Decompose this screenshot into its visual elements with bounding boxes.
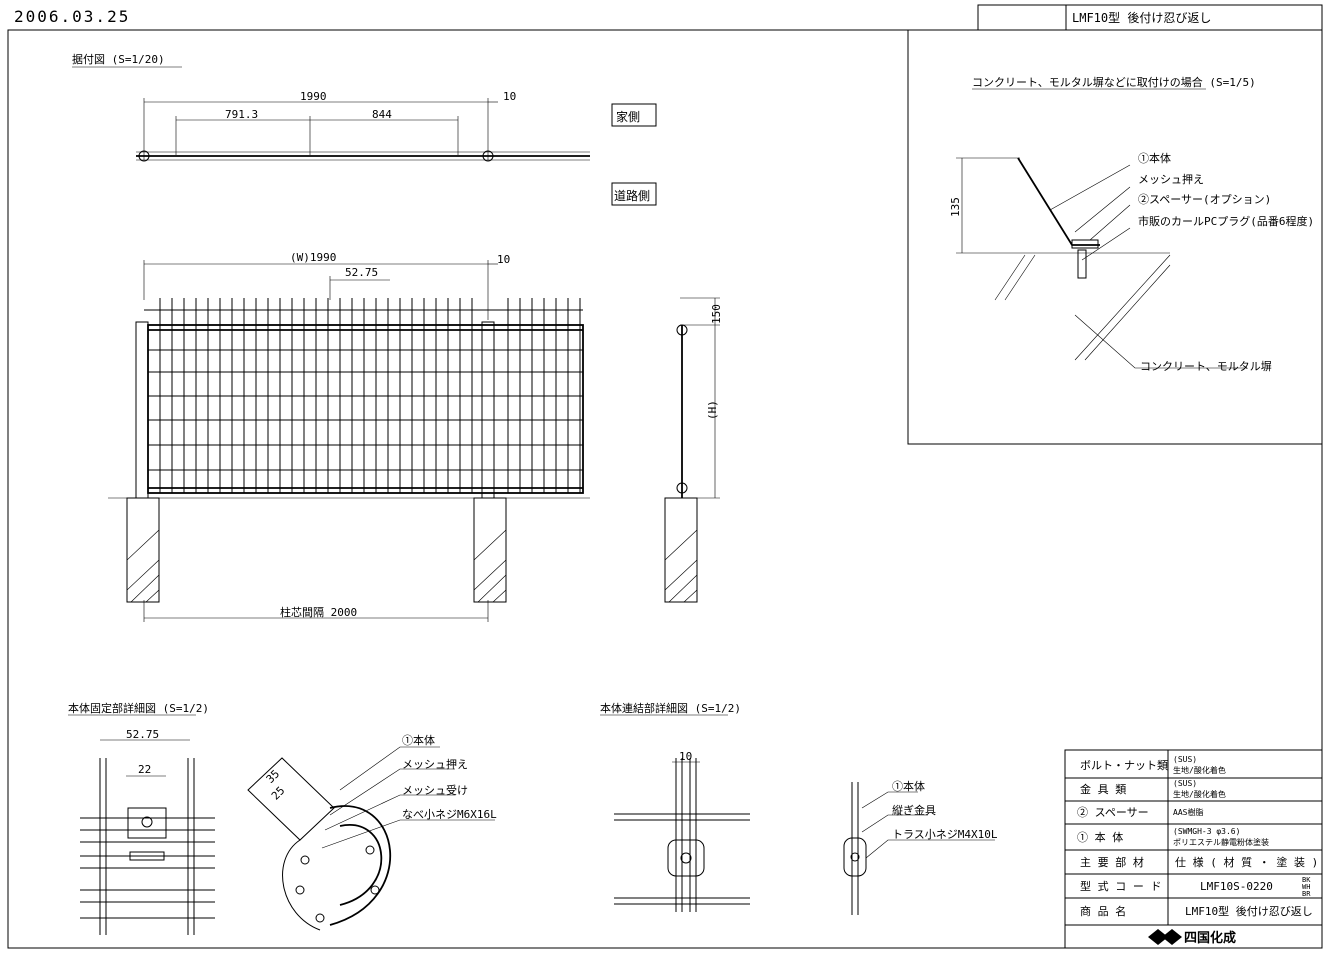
plan-dim-total: 1990 xyxy=(300,90,327,103)
spec-row-2-l1: (SUS) xyxy=(1173,779,1197,788)
spec-row-2-label: 金 具 類 xyxy=(1080,782,1126,796)
elev-dim-pitch: 柱芯間隔 2000 xyxy=(280,605,357,619)
plan-view: 据付図 (S=1/20) 1990 10 791.3 844 家側 道路側 xyxy=(72,52,657,206)
brand-logo-icon xyxy=(1148,929,1182,945)
spec-row-1-l2: 生地/酸化着色 xyxy=(1173,765,1226,775)
section-callout-body: ①本体 xyxy=(1138,151,1171,165)
detail-fix-title: 本体固定部詳細図 (S=1/2) xyxy=(68,701,209,715)
section-callout-spacer: ②スペーサー(オプション) xyxy=(1138,193,1271,206)
spec-color-bk: BK xyxy=(1302,876,1311,884)
brand-name: 四国化成 xyxy=(1184,930,1236,946)
detail-fix-dim-b: 25 xyxy=(269,784,288,803)
spec-row-1-label: ボルト・ナット類 xyxy=(1080,759,1168,772)
spec-row-3-label: ② スペーサー xyxy=(1077,806,1149,819)
elev-dim-offset: 52.75 xyxy=(345,266,378,279)
section-callout-plug: 市販のカールPCプラグ(品番6程度) xyxy=(1138,214,1314,228)
detail-join-callout-body: ①本体 xyxy=(892,779,925,793)
section-callout-mesh: メッシュ押え xyxy=(1138,172,1204,186)
spec-name-value: LMF10型 後付け忍び返し xyxy=(1185,904,1313,918)
spec-row-4-l2: ポリエステル静電粉体塗装 xyxy=(1173,837,1269,847)
elev-dim-gap: 10 xyxy=(497,253,510,266)
detail-join-callout-screw: トラス小ネジM4X10L xyxy=(892,828,998,841)
spec-code-value: LMF10S-0220 xyxy=(1200,880,1273,893)
drawing-date: 2006.03.25 xyxy=(14,7,130,26)
label-road-side: 道路側 xyxy=(614,188,650,203)
plan-view-title: 据付図 (S=1/20) xyxy=(72,52,165,66)
plan-dim-left: 791.3 xyxy=(225,108,258,121)
detail-fix-callout-mesh: メッシュ押え xyxy=(402,757,468,771)
spec-row-2-l2: 生地/酸化着色 xyxy=(1173,789,1226,799)
detail-join: 本体連結部詳細図 (S=1/2) 10 ①本体 縦ぎ金具 トラス小ネジM4X10… xyxy=(600,701,998,915)
label-house-side: 家側 xyxy=(616,109,640,124)
detail-join-title: 本体連結部詳細図 (S=1/2) xyxy=(600,701,741,715)
detail-fix-callout-receiver: メッシュ受け xyxy=(402,784,468,797)
elevation-view: (W)1990 10 52.75 柱芯間隔 2000 xyxy=(108,251,723,622)
detail-fix-dim-w2: 22 xyxy=(138,763,151,776)
spec-code-label: 型 式 コ ー ド xyxy=(1080,879,1162,893)
header-title: LMF10型 後付け忍び返し xyxy=(1072,11,1211,25)
detail-fix: 本体固定部詳細図 (S=1/2) 52.75 22 35 25 ①本体 メッシュ… xyxy=(68,701,497,935)
spec-row-1-l1: (SUS) xyxy=(1173,755,1197,764)
spec-row-4-l1: (SWMGH-3 φ3.6) xyxy=(1173,827,1240,836)
section-title: コンクリート、モルタル塀などに取付けの場合 (S=1/5) xyxy=(972,75,1256,89)
plan-dim-right: 844 xyxy=(372,108,392,121)
plan-dim-gap: 10 xyxy=(503,90,516,103)
detail-fix-callout-screw: なべ小ネジM6X16L xyxy=(402,808,497,821)
drawing-frame xyxy=(7,29,1323,949)
spec-row-4-label: ① 本 体 xyxy=(1077,830,1123,844)
detail-join-callout-joint: 縦ぎ金具 xyxy=(892,803,936,817)
detail-fix-dim-w: 52.75 xyxy=(126,728,159,741)
spec-header-value: 仕 様 ( 材 質 ・ 塗 装 ) xyxy=(1175,855,1318,869)
spec-row-3-l1: AAS樹脂 xyxy=(1173,807,1203,817)
spec-table: ボルト・ナット類 (SUS) 生地/酸化着色 金 具 類 (SUS) 生地/酸化… xyxy=(1064,749,1323,949)
detail-fix-dim-a: 35 xyxy=(264,767,283,786)
elev-dim-top: 150 xyxy=(710,304,723,324)
section-panel xyxy=(907,29,1323,445)
spec-color-wh: WH xyxy=(1302,883,1310,891)
section-wall-label: コンクリート、モルタル塀 xyxy=(1140,360,1272,373)
spec-color-br: BR xyxy=(1302,890,1311,898)
elev-dim-height: (H) xyxy=(706,400,719,420)
elev-dim-width: (W)1990 xyxy=(290,251,336,264)
spec-name-label: 商 品 名 xyxy=(1080,904,1126,918)
detail-fix-callout-body: ①本体 xyxy=(402,733,435,747)
spec-header-label: 主 要 部 材 xyxy=(1080,855,1144,869)
section-view: コンクリート、モルタル塀などに取付けの場合 (S=1/5) 135 ①本体 メッ… xyxy=(949,75,1314,373)
section-dim-height: 135 xyxy=(949,197,962,217)
